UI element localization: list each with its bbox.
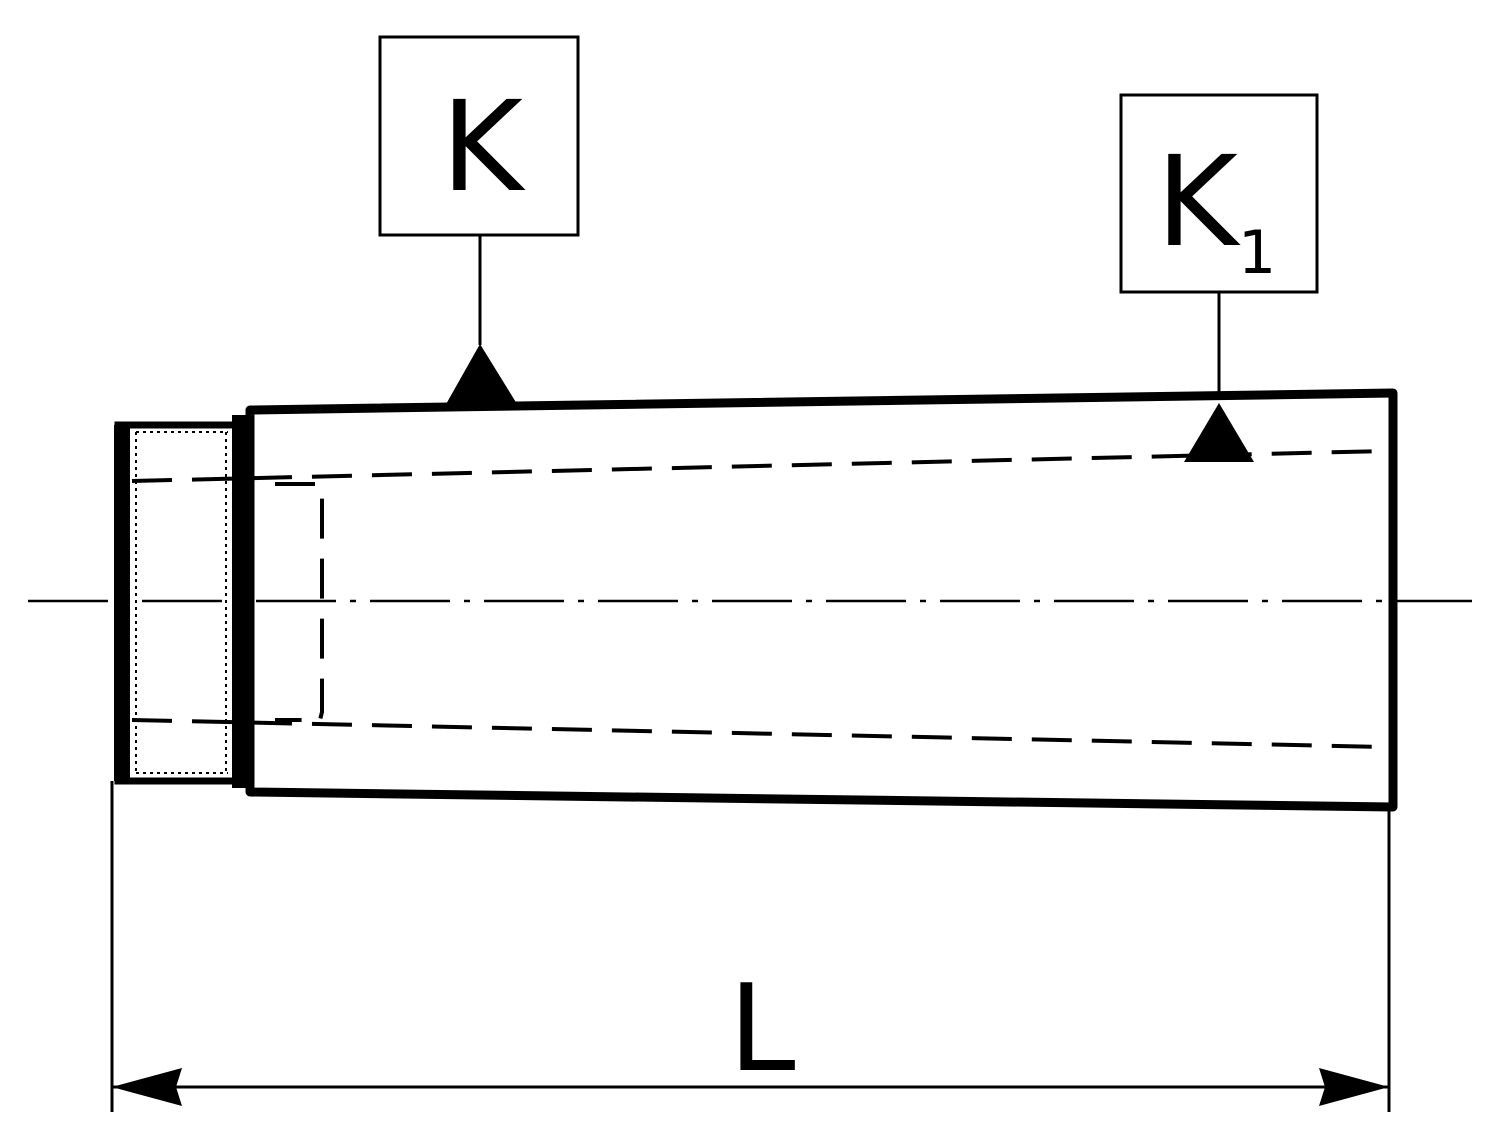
taper-body-outline xyxy=(245,388,1398,812)
datum-k-triangle xyxy=(445,344,517,406)
datum-k-label: K xyxy=(441,75,526,220)
datum-k-frame xyxy=(378,35,580,237)
datum-k1-triangle xyxy=(1184,403,1254,462)
hidden-bore-top xyxy=(131,449,1386,483)
dimension-arrow-right xyxy=(1319,1068,1389,1106)
datum-k1-subscript: 1 xyxy=(1238,218,1276,288)
dimension-arrow-left xyxy=(112,1068,182,1106)
dimension-length-label: L xyxy=(729,960,796,1099)
hidden-bore-inner-end xyxy=(275,482,324,722)
datum-k1-label: K1 xyxy=(1156,130,1276,288)
datum-k1-main: K xyxy=(1156,130,1241,275)
hidden-bore-bottom xyxy=(131,718,1386,749)
datum-k1-frame xyxy=(1119,93,1319,294)
